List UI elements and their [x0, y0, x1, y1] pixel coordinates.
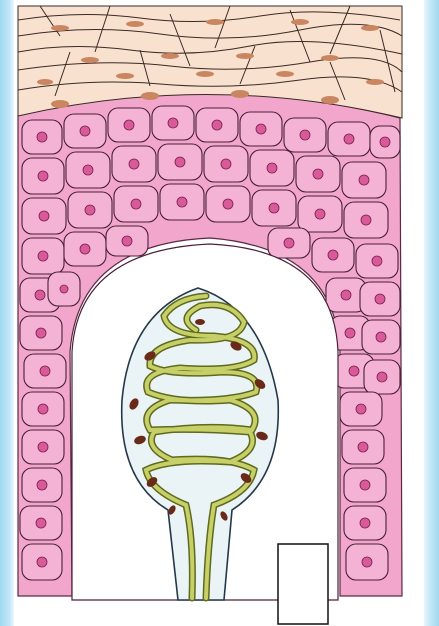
label-box — [278, 544, 328, 624]
